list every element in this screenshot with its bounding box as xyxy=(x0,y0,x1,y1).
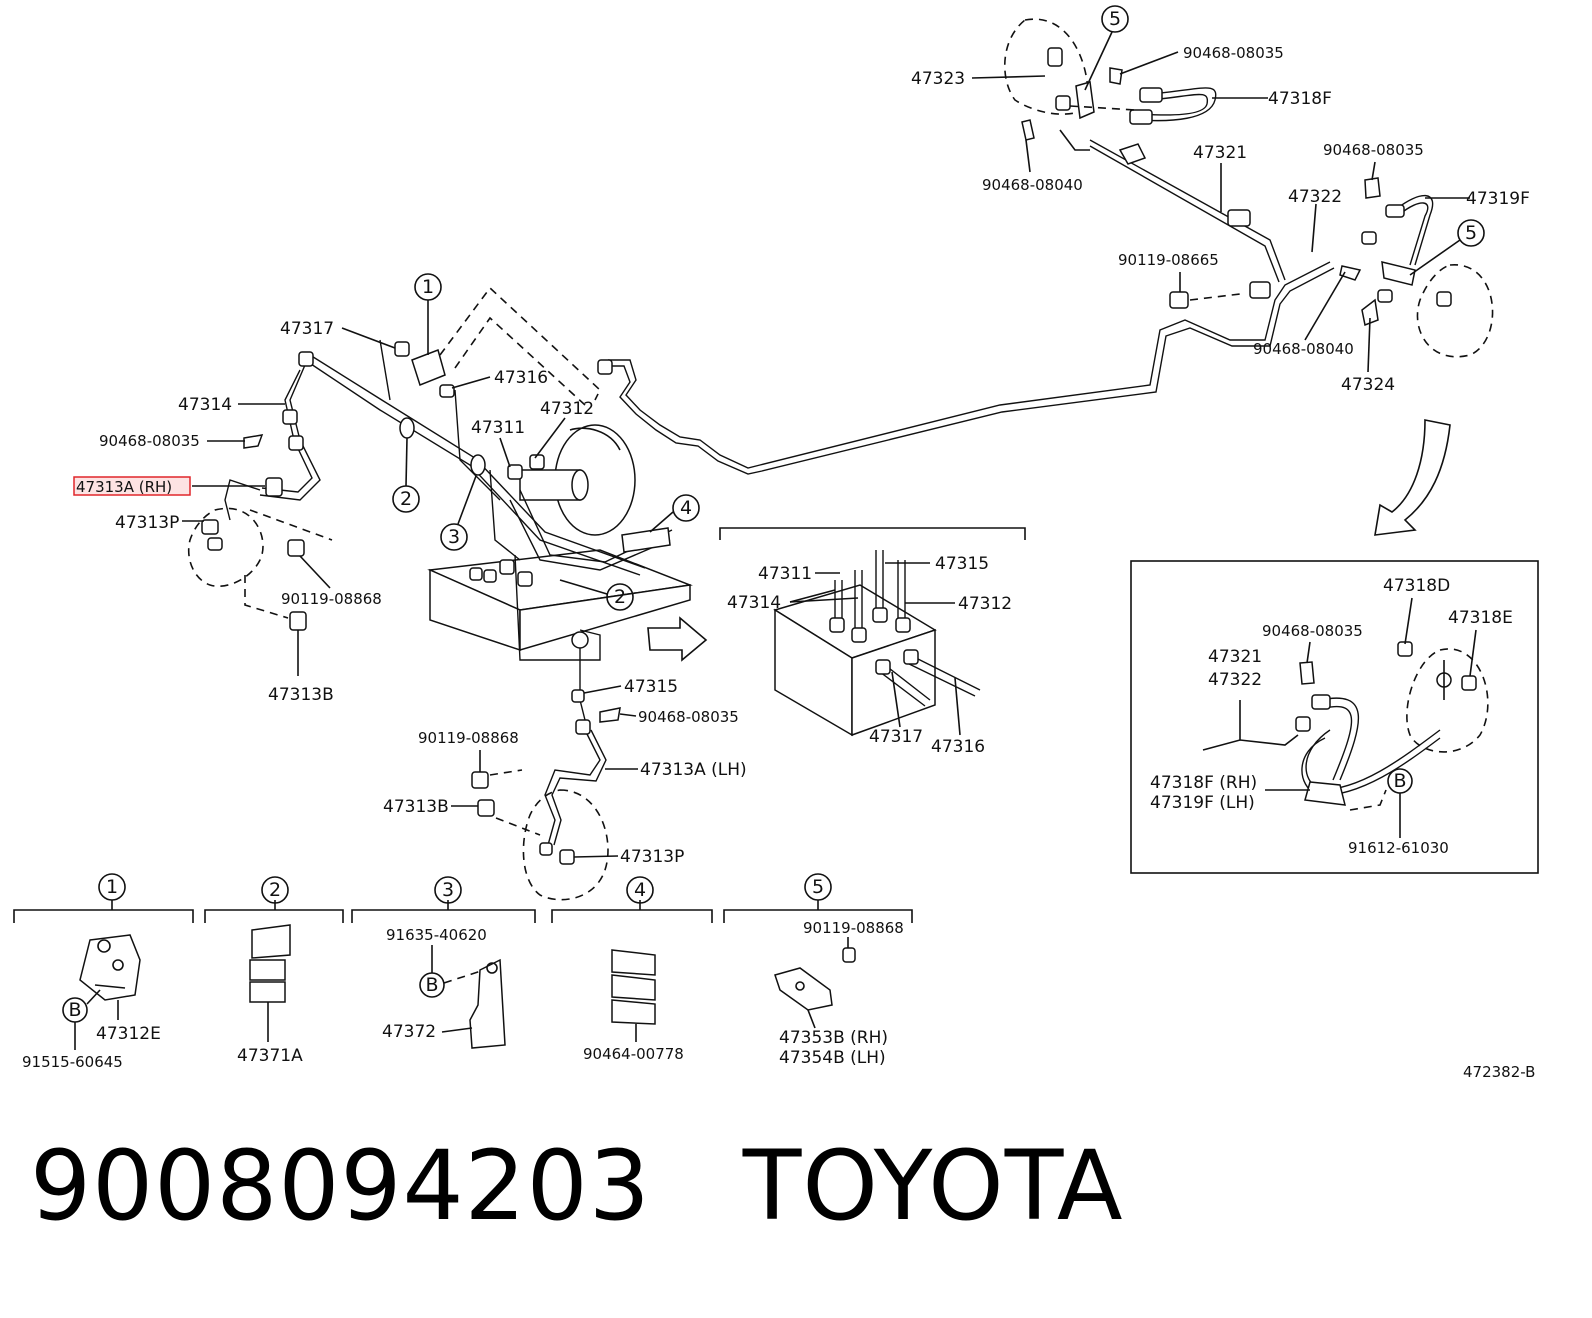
callouts: 1 2 3 4 2 5 5 B 1 2 3 4 5 B B xyxy=(62,5,1485,1050)
label-90119-08665: 90119-08665 xyxy=(1118,251,1219,269)
label-90468-08035-d: 90468-08035 xyxy=(638,708,739,726)
label-47315-a: 47315 xyxy=(624,677,678,697)
label-90464-00778: 90464-00778 xyxy=(583,1045,684,1063)
label-90468-08035-e: 90468-08035 xyxy=(1262,622,1363,640)
label-47312-a: 47312 xyxy=(540,399,594,419)
label-47371A: 47371A xyxy=(237,1046,303,1066)
part-number: 9008094203 xyxy=(30,1130,651,1242)
callout-1-top: 1 xyxy=(422,276,434,298)
callout-4: 4 xyxy=(680,497,692,519)
label-47318F: 47318F xyxy=(1268,89,1332,109)
label-47312E: 47312E xyxy=(96,1024,161,1044)
label-90468-08035-b: 90468-08035 xyxy=(1323,141,1424,159)
label-47316-a: 47316 xyxy=(494,368,548,388)
callout-5-right: 5 xyxy=(1465,222,1477,244)
label-47323: 47323 xyxy=(911,69,965,89)
label-90468-08035-a: 90468-08035 xyxy=(1183,44,1284,62)
label-47322-a: 47322 xyxy=(1288,187,1342,207)
label-47314-a: 47314 xyxy=(178,395,232,415)
label-472382-B: 472382-B xyxy=(1463,1063,1535,1081)
label-47313A-RH: 47313A (RH) xyxy=(76,478,172,496)
label-47322-b: 47322 xyxy=(1208,670,1262,690)
label-47372: 47372 xyxy=(382,1022,436,1042)
label-47318F-RH: 47318F (RH) xyxy=(1150,773,1257,793)
label-90468-08035-c: 90468-08035 xyxy=(99,432,200,450)
label-90119-08868-b: 90119-08868 xyxy=(418,729,519,747)
front-lh-wheel-dash xyxy=(522,789,609,901)
rear-left-assembly xyxy=(1004,18,1217,165)
label-47316-b: 47316 xyxy=(931,737,985,757)
label-90119-08868-c: 90119-08868 xyxy=(803,919,904,937)
highlight-47313A-RH xyxy=(73,476,191,496)
main-brake-pipe xyxy=(608,139,1335,475)
footer-title: 9008094203 TOYOTA xyxy=(30,1130,1124,1242)
label-47318D: 47318D xyxy=(1383,576,1450,596)
callout-2-bottom: 2 xyxy=(269,879,281,901)
label-47321-a: 47321 xyxy=(1193,143,1247,163)
label-47313A-LH: 47313A (LH) xyxy=(640,760,747,780)
label-47313P-b: 47313P xyxy=(620,847,684,867)
leaders xyxy=(117,51,1477,1042)
label-91635-40620: 91635-40620 xyxy=(386,926,487,944)
label-91515-60645: 91515-60645 xyxy=(22,1053,123,1071)
label-47313B-a: 47313B xyxy=(268,685,334,705)
callout-B-detail: B xyxy=(1393,770,1406,792)
label-47311-a: 47311 xyxy=(471,418,525,438)
label-47317-a: 47317 xyxy=(280,319,334,339)
callout-4-bottom: 4 xyxy=(634,879,646,901)
label-47324: 47324 xyxy=(1341,375,1395,395)
callout-3: 3 xyxy=(448,526,460,548)
callout-5-top: 5 xyxy=(1109,8,1121,30)
part-labels: 47323 90468-08035 47318F 47321 90468-080… xyxy=(22,44,1535,1081)
callout-2-right: 2 xyxy=(614,586,626,608)
front-pipes xyxy=(224,339,673,846)
label-47319F-LH: 47319F (LH) xyxy=(1150,793,1255,813)
label-47319F: 47319F xyxy=(1466,189,1530,209)
front-rh-wheel-dash xyxy=(188,507,264,587)
callout-1-bottom: 1 xyxy=(106,876,118,898)
label-47313B-b: 47313B xyxy=(383,797,449,817)
arrow-to-detail xyxy=(1374,419,1451,536)
label-47353B-RH: 47353B (RH) xyxy=(779,1028,888,1048)
label-90119-08868-a: 90119-08868 xyxy=(281,590,382,608)
label-47315-b: 47315 xyxy=(935,554,989,574)
label-47321-b: 47321 xyxy=(1208,647,1262,667)
callout-B-3: B xyxy=(425,974,438,996)
callout-3-bottom: 3 xyxy=(442,879,454,901)
arrow-to-inset xyxy=(647,616,708,662)
bottom-details xyxy=(13,900,913,1049)
fittings xyxy=(201,341,671,865)
label-47314-b: 47314 xyxy=(727,593,781,613)
callout-5-bottom: 5 xyxy=(812,876,824,898)
label-90468-08040-b: 90468-08040 xyxy=(1253,340,1354,358)
route-dash-1 xyxy=(439,286,601,401)
label-47312-b: 47312 xyxy=(958,594,1012,614)
label-47354B-LH: 47354B (LH) xyxy=(779,1048,886,1068)
rear-right-assembly xyxy=(1169,177,1494,358)
callout-B-1: B xyxy=(68,999,81,1021)
label-47317-b: 47317 xyxy=(869,727,923,747)
label-47311-b: 47311 xyxy=(758,564,812,584)
center-inset xyxy=(719,527,1026,737)
label-47313P-a: 47313P xyxy=(115,513,179,533)
hydraulic-unit xyxy=(427,549,693,652)
detail-box xyxy=(1130,560,1539,874)
callout-2-left: 2 xyxy=(400,488,412,510)
brand-name: TOYOTA xyxy=(742,1130,1124,1242)
label-90468-08040-a: 90468-08040 xyxy=(982,176,1083,194)
label-47318E: 47318E xyxy=(1448,608,1513,628)
label-91612-61030: 91612-61030 xyxy=(1348,839,1449,857)
brake-booster xyxy=(519,424,636,536)
